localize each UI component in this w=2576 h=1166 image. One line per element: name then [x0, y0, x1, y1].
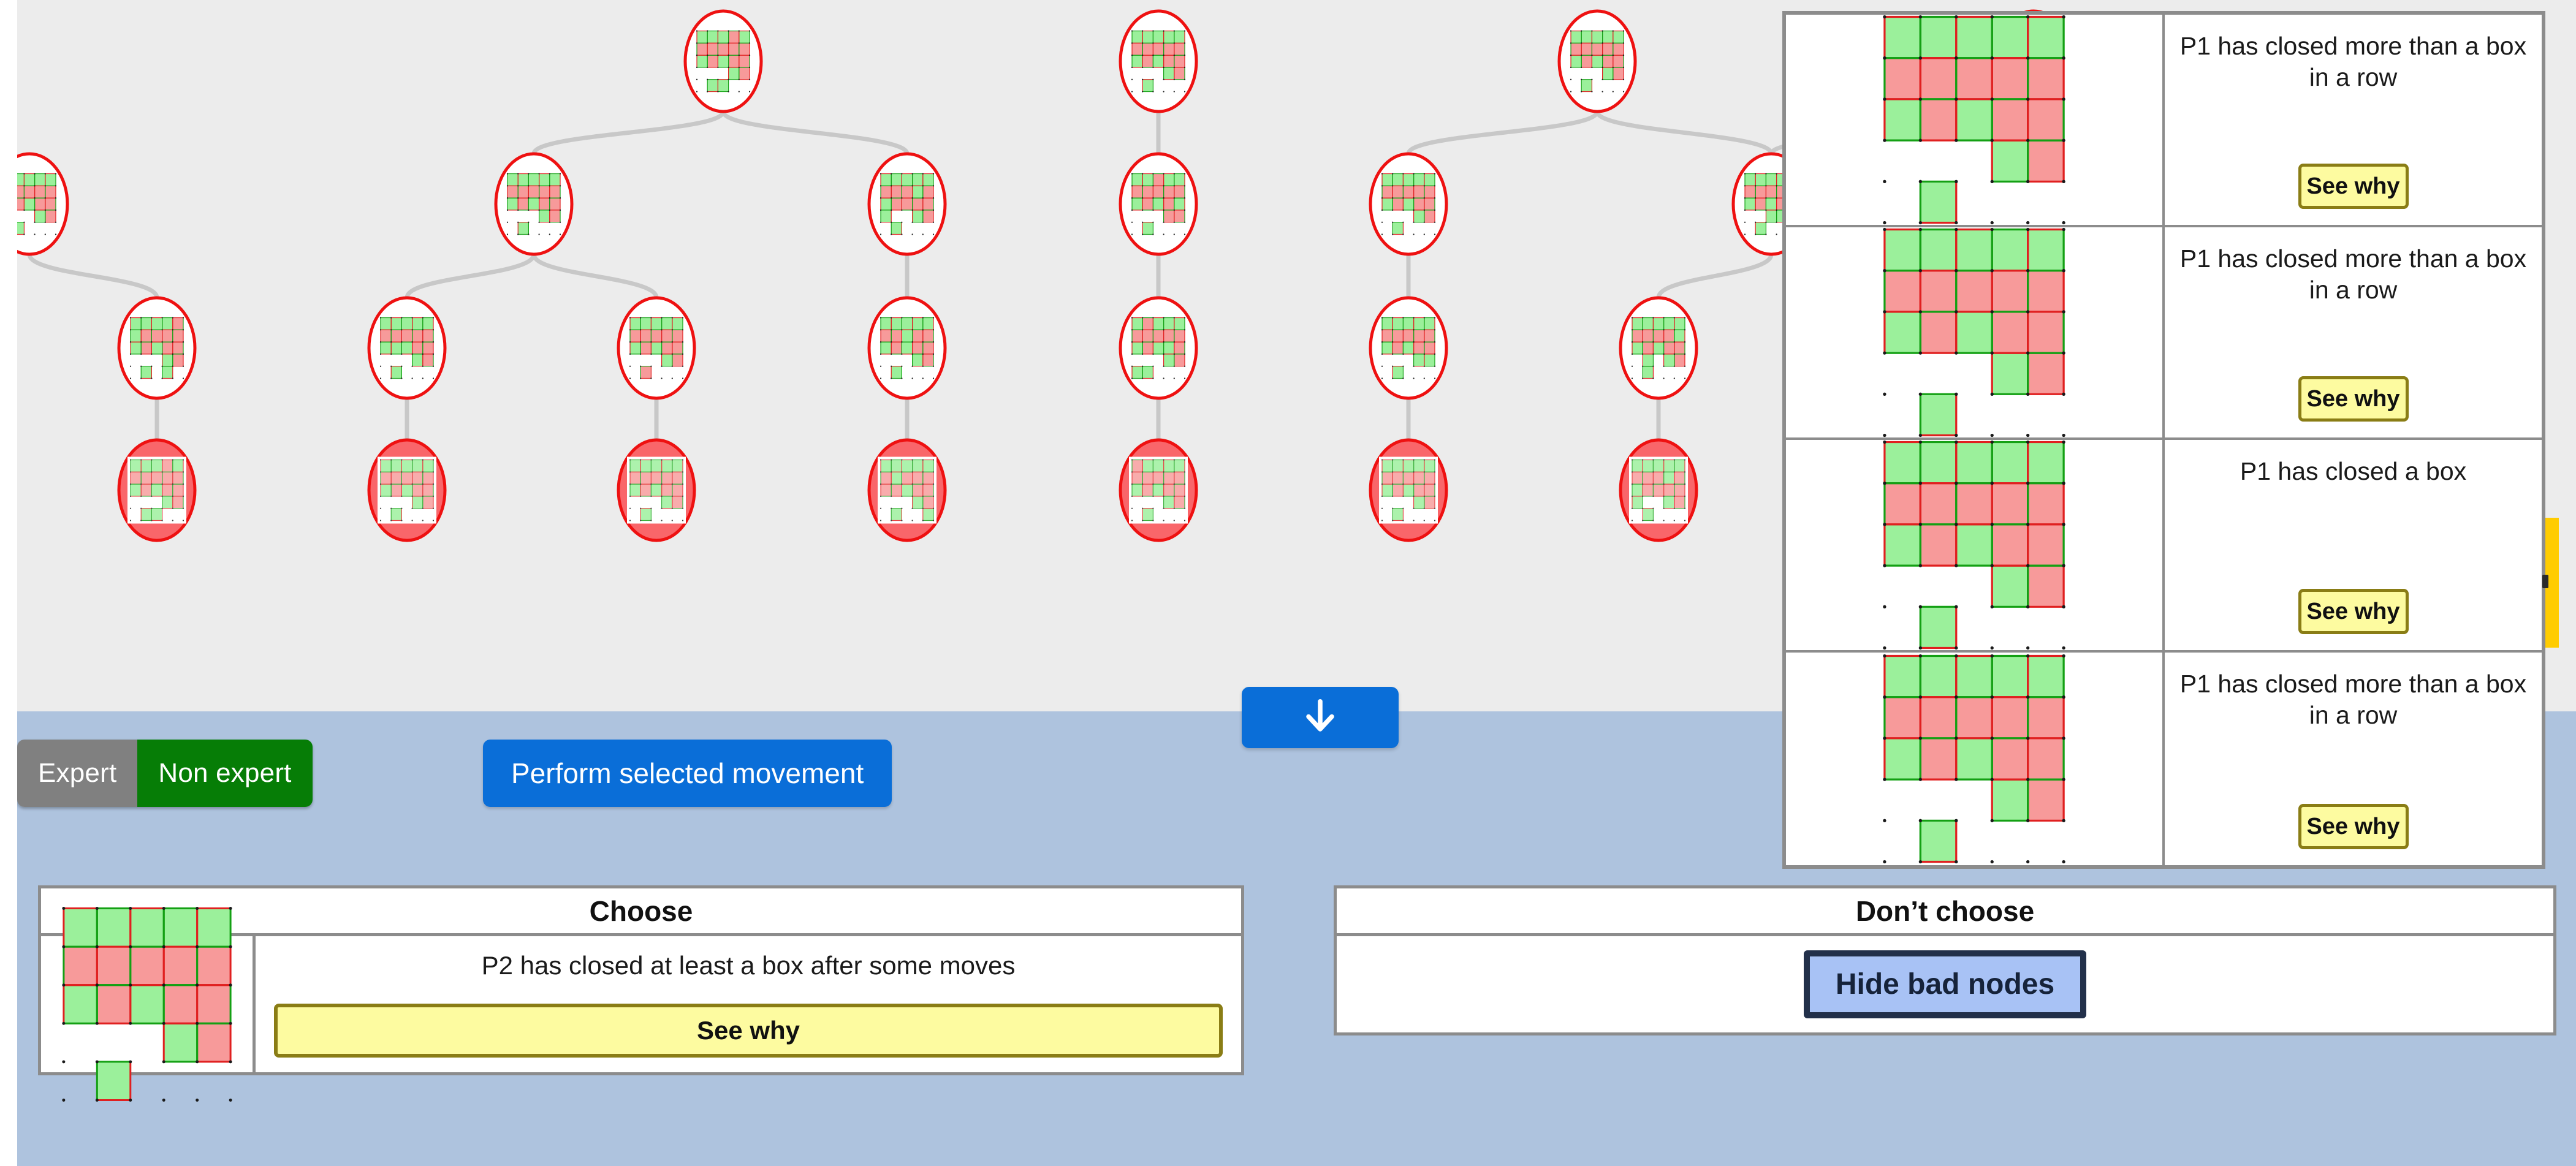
reason-row[interactable]: P1 has closed more than a box in a row S… [1786, 653, 2542, 865]
side-panel-tab-handle-icon [2542, 575, 2548, 588]
see-why-button[interactable]: See why [2298, 164, 2409, 209]
tree-node [17, 152, 69, 256]
tree-node [867, 152, 947, 256]
tree-node [1119, 152, 1198, 256]
tree-node [867, 296, 947, 400]
choose-reason-text: P2 has closed at least a box after some … [481, 951, 1016, 980]
tree-node [1119, 296, 1198, 400]
tree-node [1619, 296, 1698, 400]
reason-board-thumbnail-cell[interactable] [1786, 653, 2165, 865]
tree-node [1369, 296, 1448, 400]
reason-text: P1 has closed a box [2240, 457, 2467, 485]
choose-reason-cell: P2 has closed at least a box after some … [256, 936, 1241, 1072]
dots-and-boxes-board-icon [61, 906, 232, 1102]
tree-node [1369, 438, 1448, 542]
perform-selected-movement-button[interactable]: Perform selected movement [483, 740, 892, 807]
tree-node [683, 9, 763, 113]
reason-detail: P1 has closed more than a box in a row S… [2165, 227, 2542, 437]
tree-node [867, 438, 947, 542]
tree-node [617, 296, 696, 400]
see-why-button[interactable]: See why [2298, 589, 2409, 634]
left-gutter [0, 0, 17, 1166]
reason-detail: P1 has closed a box See why [2165, 440, 2542, 650]
see-why-button[interactable]: See why [2298, 376, 2409, 422]
expert-button[interactable]: Expert [17, 740, 138, 807]
scroll-down-button[interactable] [1242, 687, 1399, 748]
dots-and-boxes-board-icon [1883, 227, 2065, 437]
game-tree-svg [17, 9, 2073, 542]
dots-and-boxes-board-icon [1883, 15, 2065, 225]
arrow-down-icon [1306, 698, 1334, 732]
choose-panel-body: P2 has closed at least a box after some … [41, 906, 1241, 1102]
tree-node [117, 438, 197, 542]
expertise-toggle[interactable]: Expert Non expert [17, 740, 313, 807]
tree-node [1369, 152, 1448, 256]
dont-choose-panel-title: Don’t choose [1337, 888, 2553, 936]
see-why-button[interactable]: See why [2298, 804, 2409, 849]
reason-list-panel: P1 has closed more than a box in a row S… [1782, 11, 2545, 869]
tree-node [1619, 438, 1698, 542]
tree-node [1557, 9, 1637, 113]
reason-detail: P1 has closed more than a box in a row S… [2165, 653, 2542, 865]
reason-board-thumbnail-cell[interactable] [1786, 227, 2165, 437]
dont-choose-panel-body: Hide bad nodes [1337, 936, 2553, 1032]
dont-choose-panel: Don’t choose Hide bad nodes [1334, 885, 2556, 1035]
dots-and-boxes-board-icon [1883, 654, 2065, 864]
tree-node [367, 438, 447, 542]
reason-row[interactable]: P1 has closed more than a box in a row S… [1786, 15, 2542, 227]
tree-node [617, 438, 696, 542]
hide-bad-nodes-button[interactable]: Hide bad nodes [1803, 950, 2087, 1018]
reason-row[interactable]: P1 has closed more than a box in a row S… [1786, 227, 2542, 440]
reason-text: P1 has closed more than a box in a row [2179, 32, 2527, 92]
reason-detail: P1 has closed more than a box in a row S… [2165, 15, 2542, 225]
choose-see-why-button[interactable]: See why [274, 1004, 1223, 1058]
reason-text: P1 has closed more than a box in a row [2179, 244, 2527, 305]
choose-panel: Choose P2 has closed at least a box afte… [38, 885, 1244, 1102]
tree-node [494, 152, 574, 256]
reason-board-thumbnail-cell[interactable] [1786, 440, 2165, 650]
choose-board-thumbnail-cell[interactable] [41, 906, 256, 1102]
reason-board-thumbnail-cell[interactable] [1786, 15, 2165, 225]
tree-node [1119, 9, 1198, 113]
tree-node [117, 296, 197, 400]
reason-row[interactable]: P1 has closed a box See why [1786, 440, 2542, 653]
tree-node [367, 296, 447, 400]
reason-text: P1 has closed more than a box in a row [2179, 670, 2527, 730]
non-expert-button[interactable]: Non expert [137, 740, 313, 807]
tree-node [1119, 438, 1198, 542]
dots-and-boxes-board-icon [1883, 440, 2065, 650]
choose-panel-title: Choose [41, 888, 1241, 936]
